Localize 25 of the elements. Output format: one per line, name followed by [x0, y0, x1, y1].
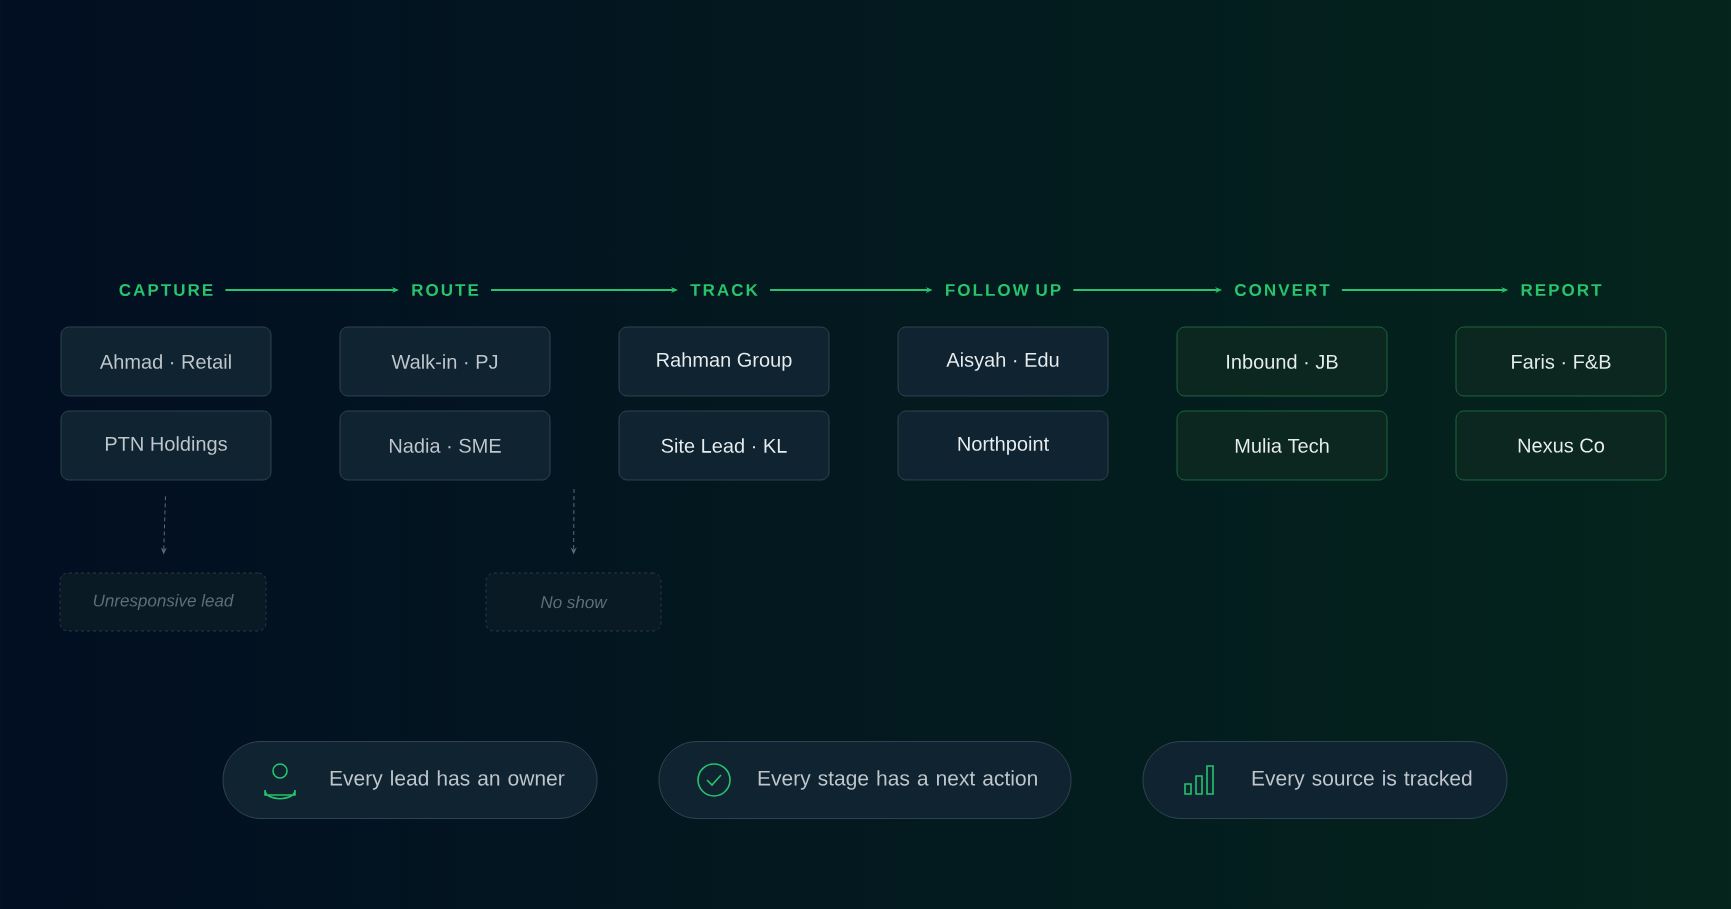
- exception-card: No show: [485, 572, 662, 632]
- principle-pill: Every source is tracked: [1142, 741, 1508, 819]
- principle-pill: Every lead has an owner: [222, 741, 598, 819]
- lead-card: Faris · F&B: [1455, 326, 1667, 397]
- lead-card: PTN Holdings: [60, 410, 272, 481]
- stage-heading: FOLLOW UP: [946, 284, 1061, 296]
- arrow: [161, 495, 167, 554]
- lead-card: Rahman Group: [618, 326, 830, 397]
- stage-heading: ROUTE: [412, 284, 479, 296]
- arrow: [571, 488, 576, 554]
- exception-card: Unresponsive lead: [59, 572, 267, 632]
- lead-card: Nexus Co: [1455, 410, 1667, 481]
- stage-heading: REPORT: [1521, 284, 1602, 296]
- lead-card: Mulia Tech: [1176, 410, 1388, 481]
- lead-card: Walk-in · PJ: [339, 326, 551, 397]
- principle-pill: Every stage has a next action: [658, 741, 1072, 819]
- lead-card: Ahmad · Retail: [60, 326, 272, 397]
- lead-card: Nadia · SME: [339, 410, 551, 481]
- stage-heading: TRACK: [690, 284, 758, 296]
- lead-card: Site Lead · KL: [618, 410, 830, 481]
- lead-card: Northpoint: [897, 410, 1109, 481]
- stage-heading: CONVERT: [1235, 284, 1330, 296]
- stage-heading: CAPTURE: [119, 284, 213, 296]
- lead-card: Inbound · JB: [1176, 326, 1388, 397]
- lead-card: Aisyah · Edu: [897, 326, 1109, 397]
